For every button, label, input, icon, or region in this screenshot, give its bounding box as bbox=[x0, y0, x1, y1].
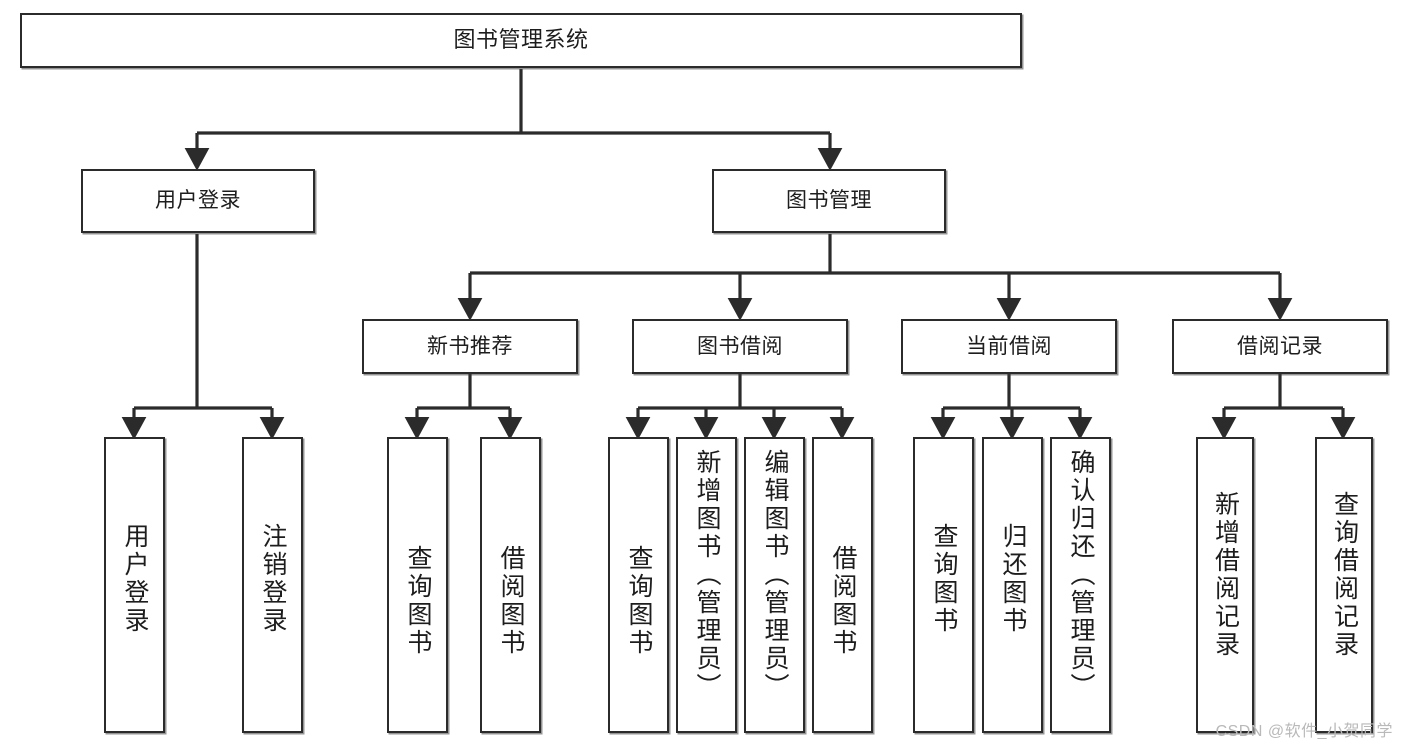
node-label: 用户登录 bbox=[155, 189, 241, 213]
node-label: 图书管理系统 bbox=[453, 27, 589, 53]
node-label: 确认归还（管理员） bbox=[1067, 449, 1095, 701]
node-label: 图书借阅 bbox=[697, 334, 783, 358]
node-root-book-management-system[interactable]: 图书管理系统 bbox=[20, 13, 1022, 68]
node-label: 借阅图书 bbox=[829, 545, 857, 657]
node-label: 新增借阅记录 bbox=[1211, 491, 1240, 659]
node-leaf-borrow-books[interactable]: 借阅图书 bbox=[812, 437, 873, 733]
node-leaf-borrow-books-newbook[interactable]: 借阅图书 bbox=[480, 437, 541, 733]
node-leaf-query-books-borrow[interactable]: 查询图书 bbox=[608, 437, 669, 733]
node-leaf-query-borrow-record[interactable]: 查询借阅记录 bbox=[1315, 437, 1373, 733]
node-label: 新增图书（管理员） bbox=[693, 449, 721, 701]
node-label: 借阅记录 bbox=[1237, 334, 1323, 358]
node-label: 查询借阅记录 bbox=[1330, 491, 1359, 659]
node-leaf-confirm-return-admin[interactable]: 确认归还（管理员） bbox=[1050, 437, 1111, 733]
node-label: 查询图书 bbox=[625, 545, 653, 657]
node-leaf-query-books-current[interactable]: 查询图书 bbox=[913, 437, 974, 733]
node-label: 编辑图书（管理员） bbox=[761, 449, 789, 701]
node-label: 注销登录 bbox=[259, 523, 287, 635]
node-leaf-query-books-newbook[interactable]: 查询图书 bbox=[387, 437, 448, 733]
node-leaf-logout[interactable]: 注销登录 bbox=[242, 437, 303, 733]
node-leaf-add-book-admin[interactable]: 新增图书（管理员） bbox=[676, 437, 737, 733]
node-label: 归还图书 bbox=[999, 523, 1027, 635]
node-leaf-user-login[interactable]: 用户登录 bbox=[104, 437, 165, 733]
node-book-management[interactable]: 图书管理 bbox=[712, 169, 946, 233]
node-leaf-edit-book-admin[interactable]: 编辑图书（管理员） bbox=[744, 437, 805, 733]
node-leaf-add-borrow-record[interactable]: 新增借阅记录 bbox=[1196, 437, 1254, 733]
node-current-borrowing[interactable]: 当前借阅 bbox=[901, 319, 1117, 374]
node-label: 借阅图书 bbox=[497, 545, 525, 657]
node-book-borrowing[interactable]: 图书借阅 bbox=[632, 319, 848, 374]
node-leaf-return-books[interactable]: 归还图书 bbox=[982, 437, 1043, 733]
csdn-watermark: CSDN @软件_小贺同学 bbox=[1215, 723, 1393, 740]
node-label: 当前借阅 bbox=[966, 334, 1052, 358]
node-label: 图书管理 bbox=[786, 189, 872, 213]
node-label: 新书推荐 bbox=[427, 334, 513, 358]
node-borrowing-records[interactable]: 借阅记录 bbox=[1172, 319, 1388, 374]
node-label: 用户登录 bbox=[121, 523, 149, 635]
node-new-book-recommendation[interactable]: 新书推荐 bbox=[362, 319, 578, 374]
node-label: 查询图书 bbox=[404, 545, 432, 657]
node-label: 查询图书 bbox=[930, 523, 958, 635]
node-user-login[interactable]: 用户登录 bbox=[81, 169, 315, 233]
